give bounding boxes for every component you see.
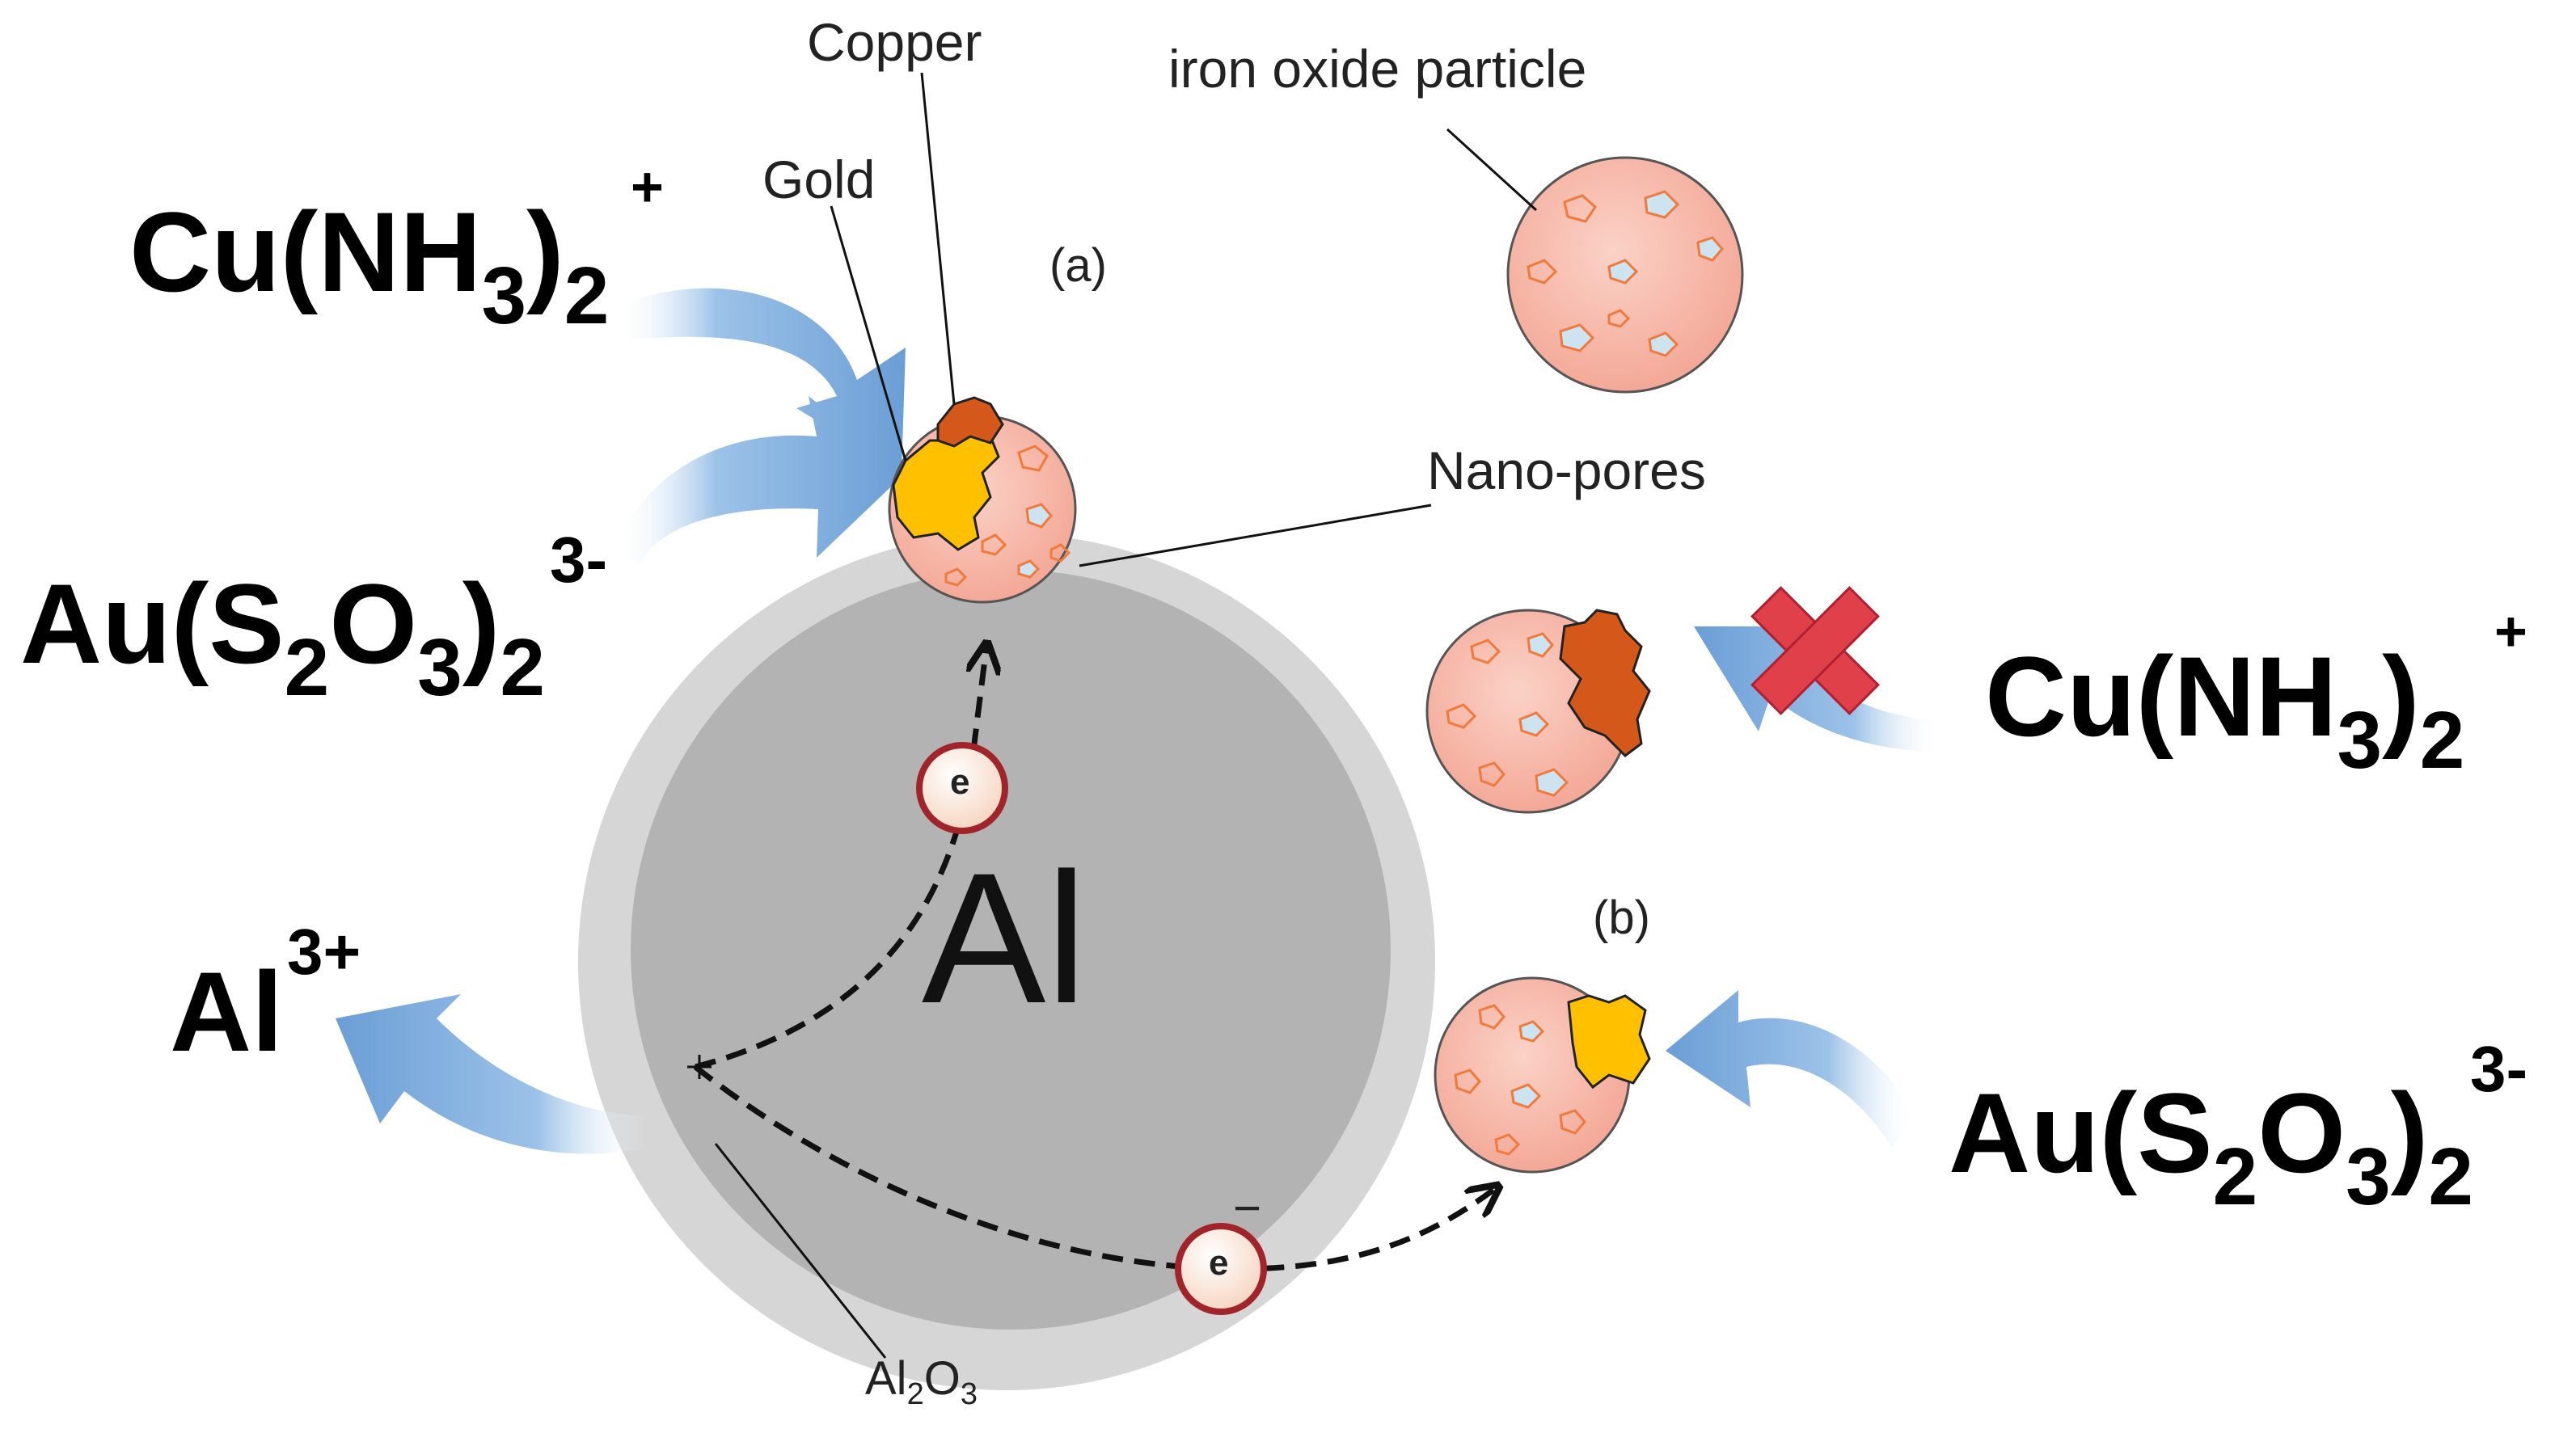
svg-text:3+: 3+	[287, 916, 361, 988]
au-complex-left: Au(S2O3)2 3-	[20, 524, 607, 713]
svg-text:Au(S2O3)2: Au(S2O3)2	[20, 560, 545, 713]
al-ion-out-arrow	[336, 994, 647, 1154]
electron-b-charge: −	[1233, 1181, 1261, 1235]
copper-leader	[920, 72, 956, 405]
gold-leader	[830, 205, 907, 462]
particle-iron-oxide	[1506, 156, 1744, 394]
svg-text:Cu(NH3)2: Cu(NH3)2	[1985, 633, 2464, 786]
svg-text:Cu(NH3)2: Cu(NH3)2	[129, 188, 609, 341]
au-in-arrow-a	[614, 396, 906, 566]
au-complex-right: Au(S2O3)2 3-	[1949, 1033, 2527, 1222]
copper-deposit-b	[1559, 609, 1651, 757]
nano-pores-leader	[1079, 504, 1432, 567]
leader-lines	[714, 72, 1538, 1359]
gold-deposit-b	[1567, 994, 1651, 1090]
gold-label: Gold	[762, 150, 875, 209]
cu-blocked-arrow	[1694, 626, 1940, 752]
svg-text:+: +	[631, 155, 664, 218]
svg-text:Al2O3: Al2O3	[865, 1352, 978, 1411]
electron-a: e	[916, 742, 1008, 834]
electron-b-label: e	[1209, 1243, 1228, 1283]
au-in-arrow-b	[1666, 990, 1916, 1148]
particle-a	[888, 396, 1077, 604]
panel-b-label: (b)	[1593, 892, 1650, 944]
svg-text:Au(S2O3)2: Au(S2O3)2	[1949, 1069, 2473, 1222]
core-label: Al	[922, 834, 1087, 1042]
copper-deposit-a	[936, 396, 1004, 448]
svg-text:+: +	[2494, 600, 2527, 663]
electron-b: e −	[1175, 1181, 1267, 1315]
particle-b-copper	[1425, 609, 1651, 814]
svg-text:3-: 3-	[550, 524, 607, 596]
iron-oxide-label: iron oxide particle	[1168, 39, 1586, 99]
svg-text:Al: Al	[170, 948, 283, 1075]
blocked-cross-icon	[1750, 586, 1880, 715]
aluminium-core	[631, 570, 1391, 1330]
alumina-label: Al2O3	[865, 1352, 978, 1411]
electron-path-b	[693, 1064, 1496, 1272]
copper-label: Copper	[807, 12, 982, 72]
cu-complex-right: Cu(NH3)2 +	[1985, 600, 2527, 786]
iron-oxide-leader	[1446, 128, 1538, 212]
aluminium-particle: Al	[578, 533, 1435, 1390]
svg-text:3-: 3-	[2470, 1033, 2527, 1105]
alumina-leader	[714, 1143, 887, 1359]
electron-a-label: e	[950, 762, 969, 802]
nano-pores-label: Nano-pores	[1427, 441, 1706, 500]
panel-a-label: (a)	[1049, 239, 1107, 292]
particle-b-gold	[1434, 976, 1651, 1174]
al-ion: Al 3+	[170, 916, 361, 1075]
cu-complex-left: Cu(NH3)2 +	[129, 155, 664, 341]
